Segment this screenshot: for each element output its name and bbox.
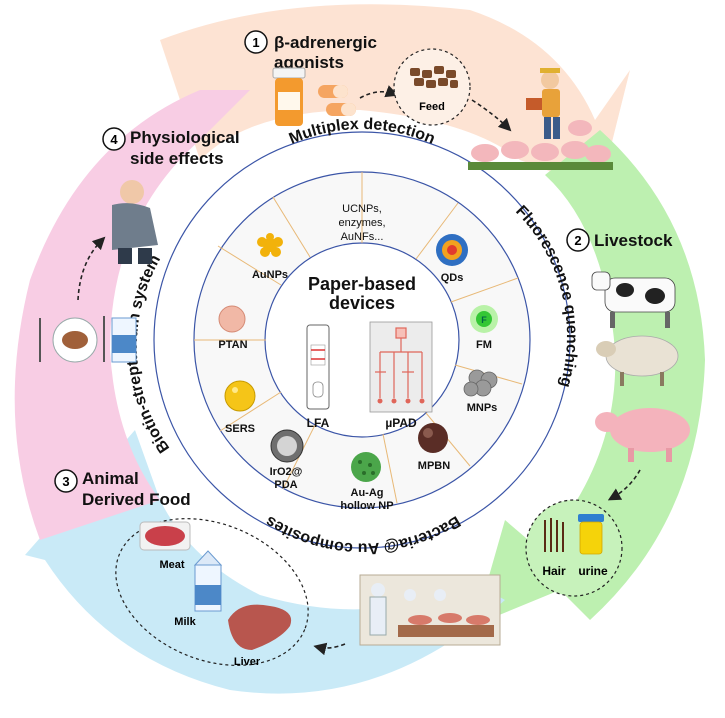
sheep-icon <box>596 335 679 386</box>
section-4-title-line-1: Physiological <box>130 128 240 147</box>
materials: UCNPs, enzymes, AuNFs... QDs F FM MNPs M… <box>218 203 498 512</box>
milk-carton-icon <box>193 550 223 612</box>
section-1: 1 β-adrenergic agonists Feed <box>244 30 613 170</box>
urine-label: urine <box>578 564 608 578</box>
section-4-number-badge <box>102 127 126 151</box>
farmer-feeding-pigs-icon <box>468 68 613 170</box>
center-title-line-2: devices <box>329 293 395 313</box>
meat-label: Meat <box>159 559 184 571</box>
ptan-icon <box>218 305 246 333</box>
section-2-title: Livestock <box>594 231 673 250</box>
section-2: 2 Livestock Hair urine <box>525 228 690 597</box>
pig-icon <box>595 408 690 462</box>
section-3-number-badge <box>54 469 78 493</box>
hair-icon <box>544 518 564 552</box>
section-2-band <box>475 130 705 625</box>
sick-person-icon <box>112 180 158 264</box>
capsules-icon <box>318 85 356 116</box>
section-1-arrow-to-farm <box>471 99 512 132</box>
section-2-number: 2 <box>574 233 581 248</box>
cow-icon <box>591 271 676 328</box>
auag-line-1: Au-Ag <box>351 487 384 499</box>
lfa-strip-icon <box>306 324 330 410</box>
iro2-line-2: PDA <box>274 479 297 491</box>
section-4: 4 Physiological side effects <box>39 127 240 363</box>
ucnps-line-3: AuNFs... <box>341 231 384 243</box>
fm-letter: F <box>481 315 487 325</box>
liver-label: Liver <box>234 656 261 668</box>
section-4-title-line-2: side effects <box>130 149 224 168</box>
upad-icon <box>369 321 433 413</box>
milk-label: Milk <box>174 616 196 628</box>
ring-dividers <box>194 172 523 504</box>
qds-icon <box>436 234 468 266</box>
outer-ring-line <box>153 131 571 549</box>
meat-processing-icon <box>359 574 501 646</box>
pill-bottle-icon <box>272 67 306 126</box>
iro2-icon <box>270 429 304 463</box>
mnps-icon <box>463 369 498 397</box>
urine-cup-icon <box>578 514 604 555</box>
center-content: Paper-based devices LFA <box>306 274 433 430</box>
liver-icon <box>228 604 292 650</box>
upad-label: µPAD <box>385 416 417 430</box>
meal-plate-icon <box>39 316 105 363</box>
mpbn-label: MPBN <box>418 460 450 472</box>
feed-label: Feed <box>419 101 445 113</box>
hair-label: Hair <box>542 564 566 578</box>
mnps-label: MNPs <box>467 402 498 414</box>
mpbn-icon <box>418 423 448 453</box>
meat-icon <box>139 521 191 551</box>
milk-box-icon <box>111 317 137 363</box>
ucnps-label: UCNPs, enzymes, AuNFs... <box>338 203 385 243</box>
section-3-title-line-2: Derived Food <box>82 490 191 509</box>
section-4-band <box>14 90 250 540</box>
auag-line-2: hollow NP <box>340 500 393 512</box>
ucnps-line-1: UCNPs, <box>342 203 382 215</box>
fm-icon: F <box>470 305 498 333</box>
ptan-label: PTAN <box>218 339 247 351</box>
section-1-arrow-to-feed <box>359 85 399 99</box>
section-3-title-line-1: Animal <box>82 469 139 488</box>
fm-label: FM <box>476 339 492 351</box>
food-products-ellipse <box>115 518 309 666</box>
section-2-number-badge <box>566 228 590 252</box>
samples-circle <box>525 499 623 597</box>
section-2-arrow-to-samples <box>607 469 641 501</box>
feed-pellets-icon <box>410 66 458 88</box>
aunps-label: AuNPs <box>252 269 288 281</box>
section-1-title-line-1: β-adrenergic <box>274 33 377 52</box>
auag-icon <box>351 452 381 482</box>
section-1-title-line-2: agonists <box>274 53 344 72</box>
sers-label: SERS <box>225 423 255 435</box>
ucnps-line-2: enzymes, <box>338 217 385 229</box>
section-3-arrow-to-products <box>313 642 346 656</box>
section-4-number: 4 <box>110 132 118 147</box>
center-title-line-1: Paper-based <box>308 274 416 294</box>
qds-label: QDs <box>441 272 464 284</box>
section-1-number-badge <box>244 30 268 54</box>
aunps-icon <box>257 233 283 257</box>
sers-icon <box>224 380 256 412</box>
section-3-number: 3 <box>62 474 69 489</box>
section-1-number: 1 <box>252 35 259 50</box>
iro2-line-1: IrO2@ <box>270 466 303 478</box>
lfa-label: LFA <box>307 416 330 430</box>
section-3: 3 Animal Derived Food Meat Milk Liver <box>54 469 501 668</box>
